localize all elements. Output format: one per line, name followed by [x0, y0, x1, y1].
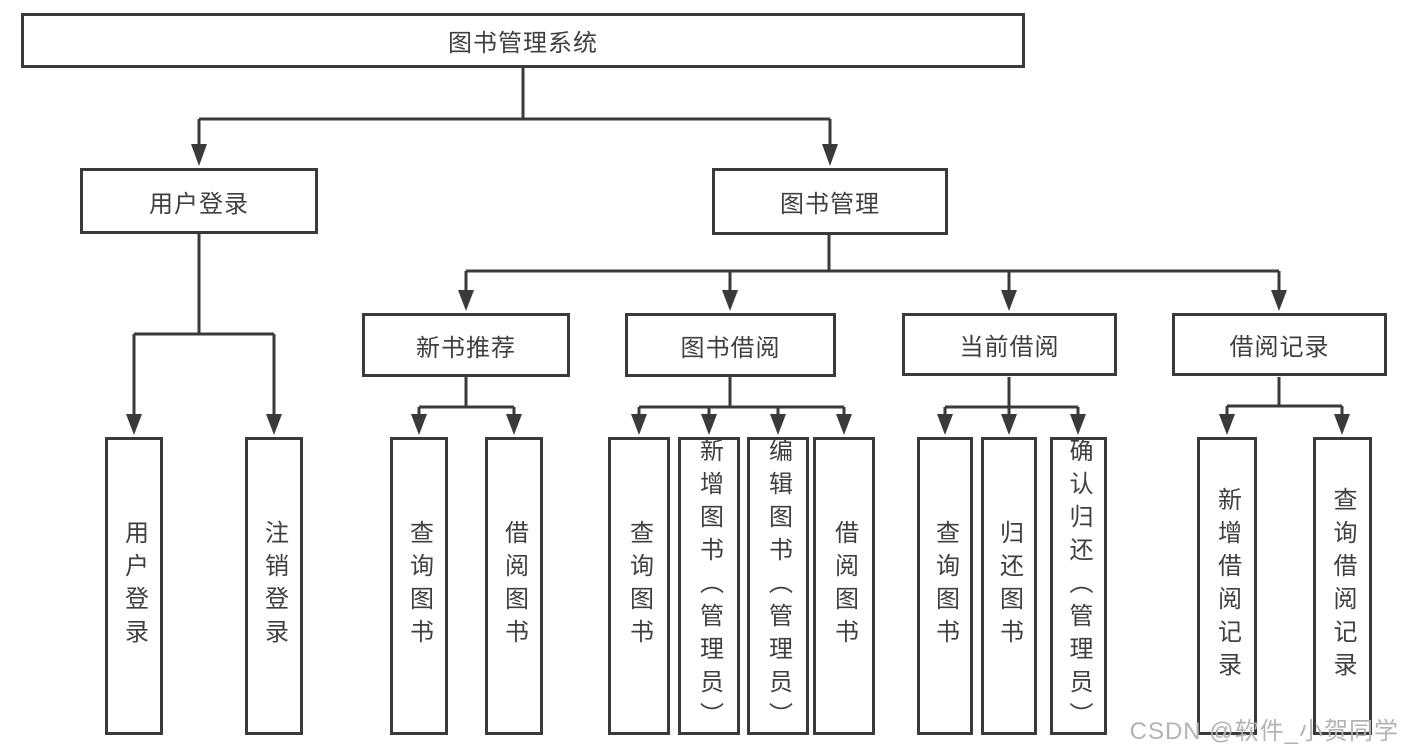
- leaf-label: 确认归还（管理员）: [1065, 437, 1092, 735]
- leaf-label: 借阅图书: [830, 520, 858, 652]
- leaf-query-borrow-record: 查询借阅记录: [1313, 437, 1372, 735]
- leaf-edit-books-admin: 编辑图书（管理员）: [747, 437, 809, 735]
- node-library-management-system: 图书管理系统: [21, 13, 1025, 68]
- leaf-borrow-books: 借阅图书: [813, 437, 875, 735]
- leaf-borrow-books: 借阅图书: [485, 437, 543, 735]
- leaf-confirm-return-admin: 确认归还（管理员）: [1050, 437, 1107, 735]
- leaf-label: 查询图书: [931, 520, 959, 652]
- leaf-query-books: 查询图书: [390, 437, 448, 735]
- leaf-add-books-admin: 新增图书（管理员）: [678, 437, 740, 735]
- leaf-logout: 注销登录: [245, 437, 303, 735]
- node-user-login: 用户登录: [80, 168, 318, 234]
- leaf-label: 归还图书: [995, 520, 1023, 652]
- node-book-borrow: 图书借阅: [625, 313, 836, 377]
- leaf-query-books: 查询图书: [917, 437, 973, 735]
- leaf-label: 新增借阅记录: [1213, 487, 1241, 685]
- node-label: 图书管理系统: [448, 30, 598, 57]
- node-label: 借阅记录: [1229, 334, 1330, 361]
- leaf-return-books: 归还图书: [981, 437, 1037, 735]
- node-label: 图书管理: [780, 191, 880, 218]
- node-label: 当前借阅: [959, 334, 1060, 361]
- leaf-user-login: 用户登录: [105, 437, 163, 735]
- node-new-book-recommend: 新书推荐: [362, 313, 570, 377]
- node-book-management: 图书管理: [712, 168, 948, 235]
- node-label: 用户登录: [149, 190, 249, 218]
- leaf-label: 注销登录: [260, 520, 288, 652]
- leaf-label: 新增图书（管理员）: [695, 437, 723, 735]
- arrowheads: [126, 144, 1350, 435]
- leaf-label: 用户登录: [120, 520, 148, 652]
- leaf-label: 编辑图书（管理员）: [764, 437, 792, 735]
- leaf-label: 借阅图书: [500, 520, 528, 652]
- leaf-label: 查询图书: [625, 520, 653, 652]
- node-label: 新书推荐: [416, 334, 516, 362]
- leaf-add-borrow-record: 新增借阅记录: [1197, 437, 1257, 735]
- node-current-borrow: 当前借阅: [902, 313, 1117, 376]
- leaf-label: 查询借阅记录: [1329, 487, 1356, 685]
- leaf-label: 查询图书: [405, 520, 433, 652]
- csdn-watermark: CSDN @软件_小贺同学: [1129, 718, 1399, 745]
- node-borrow-records: 借阅记录: [1172, 313, 1387, 376]
- leaf-query-books: 查询图书: [608, 437, 670, 735]
- node-label: 图书借阅: [680, 334, 781, 362]
